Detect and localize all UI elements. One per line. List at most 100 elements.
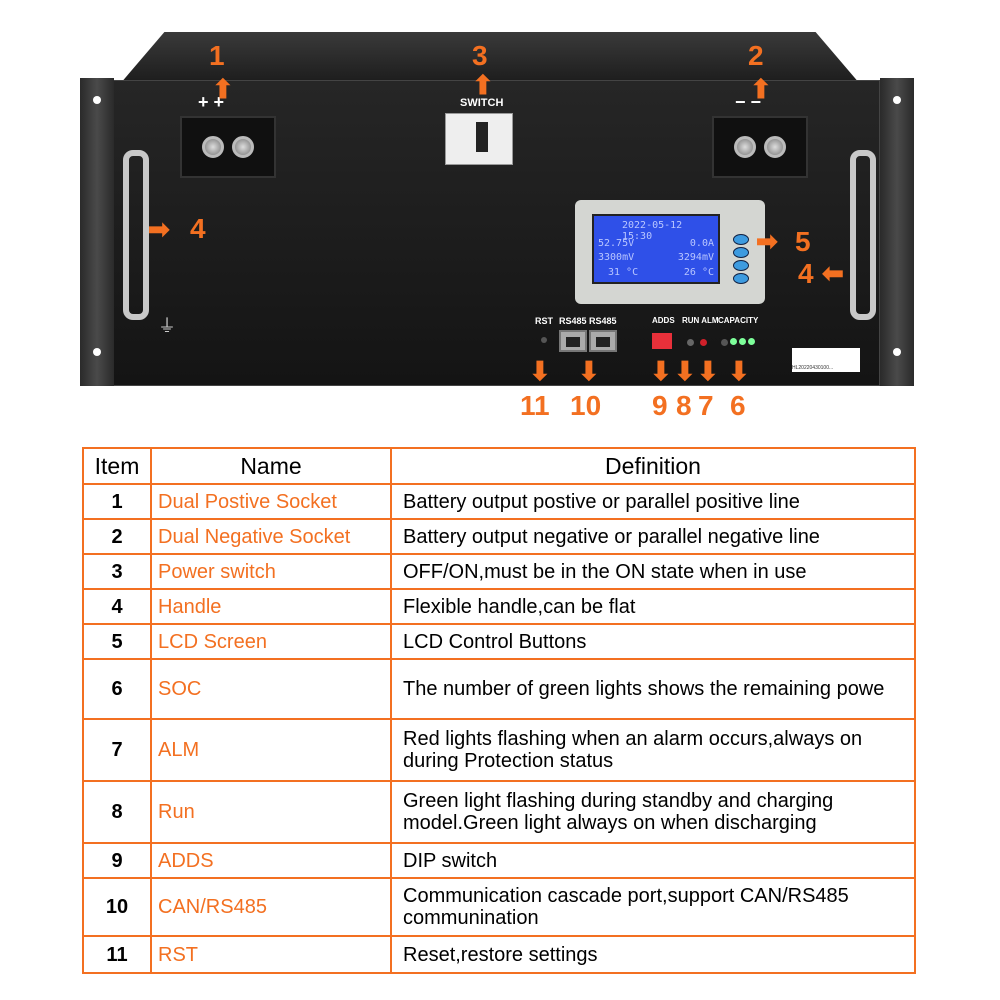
cell-item: 3	[82, 553, 152, 590]
cell-item: 4	[82, 588, 152, 625]
negative-terminal	[712, 116, 808, 178]
arrow-down-icon: ⬇	[578, 356, 600, 386]
cell-name: SOC	[150, 658, 392, 720]
callout-6: 6	[730, 390, 746, 421]
lcd-current: 0.0A	[689, 238, 714, 249]
cell-definition: Red lights flashing when an alarm occurs…	[390, 718, 916, 782]
power-switch[interactable]	[445, 113, 513, 165]
rack-ear-left	[80, 78, 114, 386]
rs485-port-a[interactable]	[559, 330, 587, 352]
arrow-left-icon: ⬅	[822, 258, 844, 288]
arrow-right-icon: ➡	[756, 226, 778, 256]
cell-item: 2	[82, 518, 152, 555]
header-item: Item	[82, 447, 152, 485]
arrow-down-icon: ⬇	[529, 356, 551, 386]
rs485-label-a: RS485	[559, 316, 587, 326]
cell-definition: OFF/ON,must be in the ON state when in u…	[390, 553, 916, 590]
battery-lid	[120, 32, 860, 84]
negative-label: − −	[735, 92, 762, 112]
reset-button[interactable]	[541, 337, 547, 343]
lcd-esc-button[interactable]	[733, 273, 749, 284]
cell-name: LCD Screen	[150, 623, 392, 660]
cell-name: Dual Negative Socket	[150, 518, 392, 555]
handle-left	[123, 150, 149, 320]
cell-item: 8	[82, 780, 152, 844]
handle-right	[850, 150, 876, 320]
cell-name: RST	[150, 935, 392, 974]
cell-name: ALM	[150, 718, 392, 782]
arrow-down-icon: ⬇	[728, 356, 750, 386]
arrow-up-icon: ⬆	[750, 74, 772, 104]
cell-definition: Flexible handle,can be flat	[390, 588, 916, 625]
rs485-port-b[interactable]	[589, 330, 617, 352]
arrow-right-icon: ➡	[148, 214, 170, 244]
lcd-screen: 2022-05-12 15:30 52.75V 0.0A 3300mV 3294…	[592, 214, 720, 284]
dip-switch[interactable]	[652, 333, 672, 349]
cell-item: 7	[82, 718, 152, 782]
cell-definition: The number of green lights shows the rem…	[390, 658, 916, 720]
cell-definition: Green light flashing during standby and …	[390, 780, 916, 844]
cell-definition: DIP switch	[390, 842, 916, 879]
run-led	[687, 339, 694, 346]
cell-definition: LCD Control Buttons	[390, 623, 916, 660]
callout-1: 1	[209, 40, 225, 71]
callout-7: 7	[698, 390, 714, 421]
lcd-cell-min: 3294mV	[677, 252, 714, 263]
arrow-up-icon: ⬆	[212, 74, 234, 104]
arrow-down-icon: ⬇	[674, 356, 696, 386]
callout-11: 11	[520, 390, 550, 421]
lcd-temp2: 26 °C	[683, 267, 714, 278]
header-definition: Definition	[390, 447, 916, 485]
capacity-led-4	[748, 338, 755, 345]
lcd-cell-max: 3300mV	[598, 252, 635, 263]
cell-item: 1	[82, 483, 152, 520]
lcd-down-button[interactable]	[733, 260, 749, 271]
lcd-enter-button[interactable]	[733, 247, 749, 258]
run-alm-label: RUN ALM	[682, 316, 719, 325]
lcd-voltage: 52.75V	[598, 238, 635, 249]
header-name: Name	[150, 447, 392, 485]
lcd-temp1: 31 °C	[608, 267, 639, 278]
callout-10: 10	[570, 390, 602, 421]
capacity-led-3	[739, 338, 746, 345]
cell-name: CAN/RS485	[150, 877, 392, 937]
cell-name: Handle	[150, 588, 392, 625]
callout-5: 5	[795, 226, 811, 257]
cell-name: Dual Postive Socket	[150, 483, 392, 520]
callout-8: 8	[676, 390, 692, 421]
rst-label: RST	[535, 316, 553, 326]
callout-3: 3	[472, 40, 488, 71]
switch-label: SWITCH	[460, 97, 504, 109]
cell-name: Power switch	[150, 553, 392, 590]
lcd-menu-button[interactable]	[733, 234, 749, 245]
capacity-led-2	[730, 338, 737, 345]
arrow-down-icon: ⬇	[697, 356, 719, 386]
callout-4-left: 4	[190, 213, 206, 244]
alm-led	[700, 339, 707, 346]
cell-name: Run	[150, 780, 392, 844]
callout-2: 2	[748, 40, 764, 71]
cell-definition: Communication cascade port,support CAN/R…	[390, 877, 916, 937]
cell-item: 11	[82, 935, 152, 974]
rs485-label-b: RS485	[589, 316, 617, 326]
ground-icon: ⏚	[158, 316, 176, 336]
barcode-label: HL20220430100...	[792, 348, 860, 372]
cell-item: 10	[82, 877, 152, 937]
cell-item: 6	[82, 658, 152, 720]
positive-terminal	[180, 116, 276, 178]
callout-4-right: 4	[798, 258, 814, 289]
adds-label: ADDS	[652, 316, 675, 325]
cell-item: 9	[82, 842, 152, 879]
capacity-led-1	[721, 339, 728, 346]
cell-definition: Reset,restore settings	[390, 935, 916, 974]
